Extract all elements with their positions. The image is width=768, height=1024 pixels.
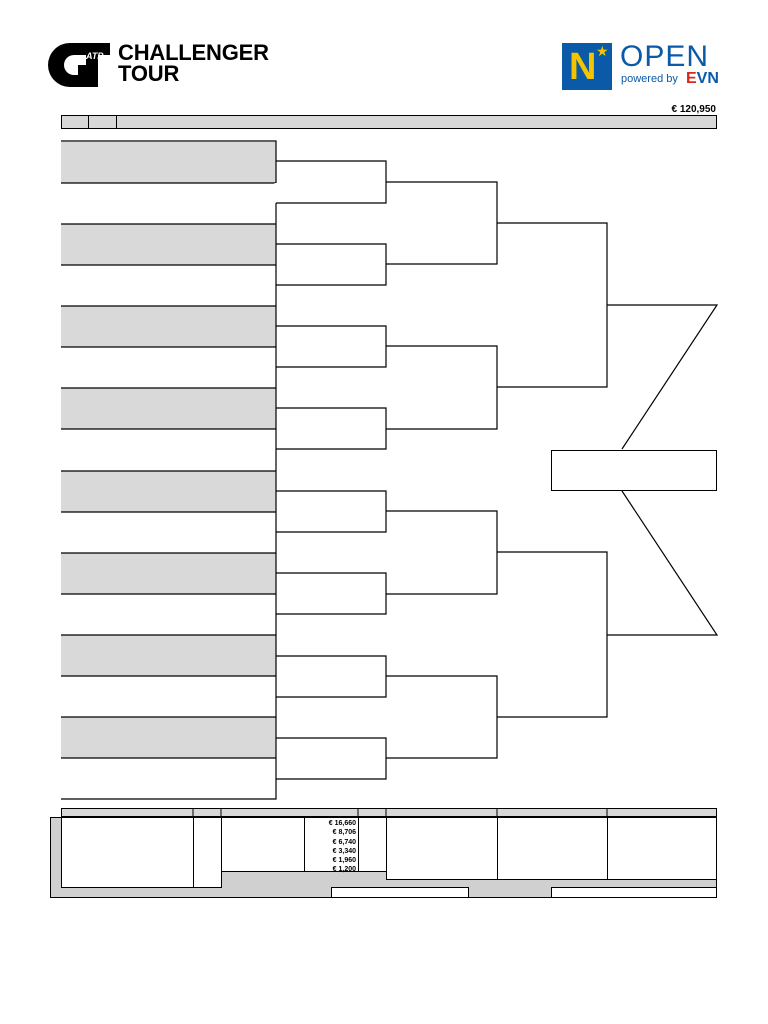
draw-header-bar (61, 115, 717, 129)
challenger-tour-logo-text: CHALLENGER TOUR (118, 40, 269, 86)
prize-semifinal: € 6,740 (332, 838, 356, 846)
logo-line-1: CHALLENGER (118, 40, 269, 65)
prize-round-2: € 1,960 (332, 857, 356, 865)
footer-points-column (358, 817, 387, 872)
footer-round-column (221, 817, 305, 872)
header-cell-nation (89, 115, 117, 129)
footer-release-date (331, 887, 469, 898)
evn-e: E (686, 70, 697, 87)
sponsor-badge-letter: N (569, 46, 597, 88)
total-prize-money: € 120,950 (671, 104, 717, 115)
prize-breakdown: € 16,660 € 8,706 € 6,740 € 3,340 € 1,960… (305, 818, 358, 875)
challenger-tour-icon: ATP (48, 43, 112, 87)
champion-box (551, 450, 717, 491)
footer-header-bar (61, 808, 717, 817)
footer-prize-column: € 16,660 € 8,706 € 6,740 € 3,340 € 1,960… (304, 817, 359, 875)
prize-quarterfinal: € 3,340 (332, 847, 356, 855)
prize-winner: € 16,660 (328, 820, 356, 827)
draw-slot-9 (61, 471, 276, 512)
prize-round-1: € 1,200 (332, 866, 356, 874)
draw-slot-15 (61, 717, 276, 758)
logo-line-2: TOUR (118, 61, 180, 86)
draw-slot-11 (61, 553, 276, 594)
footer-rank-column (193, 817, 222, 888)
sponsor-powered-by: powered by (621, 73, 678, 85)
footer-supervisor (551, 887, 717, 898)
draw-slot-13 (61, 635, 276, 676)
draw-slot-3 (61, 224, 276, 265)
sponsor-badge: N ★ (562, 43, 612, 90)
evn-rest: VN (696, 70, 719, 87)
prize-finalist: € 8,706 (332, 829, 356, 837)
footer-last-direct (607, 817, 717, 880)
draw-slot-1 (61, 142, 276, 183)
header-cell-seed (61, 115, 89, 129)
draw-slot-5 (61, 306, 276, 347)
star-icon: ★ (596, 43, 609, 59)
atp-label: ATP (86, 51, 104, 61)
footer-seeds-column (61, 817, 194, 888)
footer-replaced (497, 817, 608, 880)
sponsor-open-text: OPEN (620, 40, 710, 73)
footer-lucky-losers (386, 817, 498, 880)
draw-slot-7 (61, 388, 276, 429)
sponsor-evn-logo: EVN (686, 70, 719, 88)
